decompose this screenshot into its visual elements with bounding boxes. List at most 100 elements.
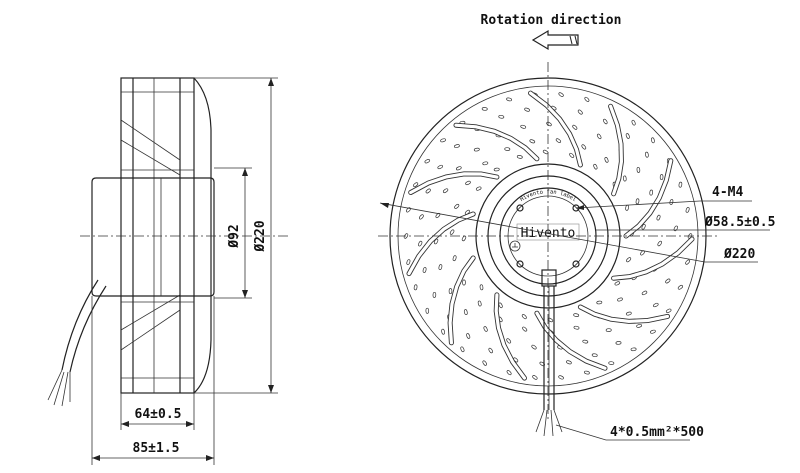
perforation-hole xyxy=(455,166,462,171)
perforation-hole xyxy=(591,353,598,357)
perforation-hole xyxy=(582,339,589,344)
perforation-hole xyxy=(645,151,649,158)
perforation-hole xyxy=(473,147,480,152)
perforation-hole xyxy=(403,233,409,239)
perforation-hole xyxy=(506,370,512,376)
perforation-hole xyxy=(593,163,598,170)
perforation-hole xyxy=(650,329,656,334)
perforation-hole xyxy=(597,133,602,140)
perforation-hole xyxy=(406,207,411,213)
perforation-hole xyxy=(425,188,431,194)
perforation-hole xyxy=(626,257,632,263)
perforation-hole xyxy=(653,302,659,308)
perforation-hole xyxy=(641,224,646,230)
perforation-hole xyxy=(558,375,564,380)
perforation-hole xyxy=(483,326,488,332)
perforation-hole xyxy=(631,119,636,126)
perforation-hole xyxy=(608,361,615,365)
perforation-hole xyxy=(454,204,460,209)
blade-slot xyxy=(534,310,608,371)
perforation-hole xyxy=(581,144,587,150)
blade-slot-inner xyxy=(528,91,582,167)
holes-callout: 4-M4 xyxy=(712,185,743,200)
perforation-hole xyxy=(463,309,468,316)
blade-slot-inner xyxy=(535,311,607,370)
blade-slot xyxy=(453,122,540,162)
perforation-hole xyxy=(659,174,664,181)
blade-slot-inner xyxy=(612,237,694,280)
perforation-hole xyxy=(546,121,552,127)
perforation-hole xyxy=(479,284,484,291)
blade-slot-inner xyxy=(494,293,527,380)
hub-diameter-dim xyxy=(214,167,252,299)
perforation-hole xyxy=(617,297,623,302)
blade-slot-inner xyxy=(409,172,499,195)
perforation-hole xyxy=(482,161,489,166)
perforation-hole xyxy=(504,147,511,151)
outer-diameter-label: Ø220 xyxy=(253,220,268,252)
perforation-hole xyxy=(604,157,609,163)
holes-leader xyxy=(575,200,752,210)
perforation-hole xyxy=(477,300,482,307)
perforation-hole xyxy=(603,118,608,125)
perforation-hole xyxy=(635,198,640,205)
width-inner-label: 64±0.5 xyxy=(135,407,182,422)
perforation-hole xyxy=(596,300,603,305)
perforation-hole xyxy=(572,124,578,130)
perforation-hole xyxy=(625,133,630,139)
blade-slot-inner xyxy=(448,256,475,345)
blade-slot-inner xyxy=(407,212,475,276)
cable-callout: 4*0.5mm²*500 xyxy=(610,425,704,440)
perforation-hole xyxy=(520,124,527,129)
perforation-hole xyxy=(630,347,637,352)
perforation-hole xyxy=(669,199,674,205)
perforation-hole xyxy=(434,238,439,245)
perforation-hole xyxy=(432,291,437,298)
perforation-hole xyxy=(636,324,642,328)
blade-slot xyxy=(623,158,674,239)
perforation-hole xyxy=(462,279,466,286)
blade-slot xyxy=(611,236,695,281)
cable-leader xyxy=(555,424,690,441)
perforation-hole xyxy=(419,214,424,220)
perforation-hole xyxy=(529,139,536,144)
perforation-hole xyxy=(665,278,671,284)
perforation-hole xyxy=(685,259,690,265)
blade-slot-inner xyxy=(454,123,539,161)
rotation-arrow-icon xyxy=(531,29,579,51)
rotation-direction-title: Rotation direction xyxy=(481,13,622,28)
perforation-hole xyxy=(657,240,662,247)
blade-slot-inner xyxy=(578,305,670,324)
perforation-hole xyxy=(441,328,445,335)
width-inner-dim xyxy=(120,393,195,430)
perforation-hole xyxy=(649,189,653,196)
perforation-hole xyxy=(454,144,460,148)
impeller-outline xyxy=(120,77,195,394)
perforation-hole xyxy=(418,240,423,247)
perforation-hole xyxy=(685,207,690,213)
perforation-hole xyxy=(506,338,512,344)
perforation-hole xyxy=(636,166,641,173)
perforation-hole xyxy=(460,346,465,353)
perforation-hole xyxy=(465,180,471,185)
perforation-hole xyxy=(623,175,627,182)
perforation-hole xyxy=(673,225,678,232)
front-cable xyxy=(535,286,563,437)
perforation-hole xyxy=(506,97,512,102)
perforation-hole xyxy=(440,138,446,143)
motor-hub xyxy=(91,169,215,303)
perforation-hole xyxy=(625,311,632,316)
perforation-hole xyxy=(687,233,693,239)
perforation-hole xyxy=(422,267,427,273)
perforation-hole xyxy=(555,138,562,143)
perforation-hole xyxy=(493,167,500,172)
front-view: Hivento fan label Hivento 4-M4 xyxy=(378,62,775,441)
outer-diameter-dim xyxy=(194,77,278,394)
perforation-hole xyxy=(573,325,580,330)
perforation-hole xyxy=(413,182,419,188)
perforation-hole xyxy=(524,107,530,112)
perforation-hole xyxy=(498,302,503,309)
width-total-label: 85±1.5 xyxy=(133,441,180,456)
perforation-hole xyxy=(677,284,683,290)
